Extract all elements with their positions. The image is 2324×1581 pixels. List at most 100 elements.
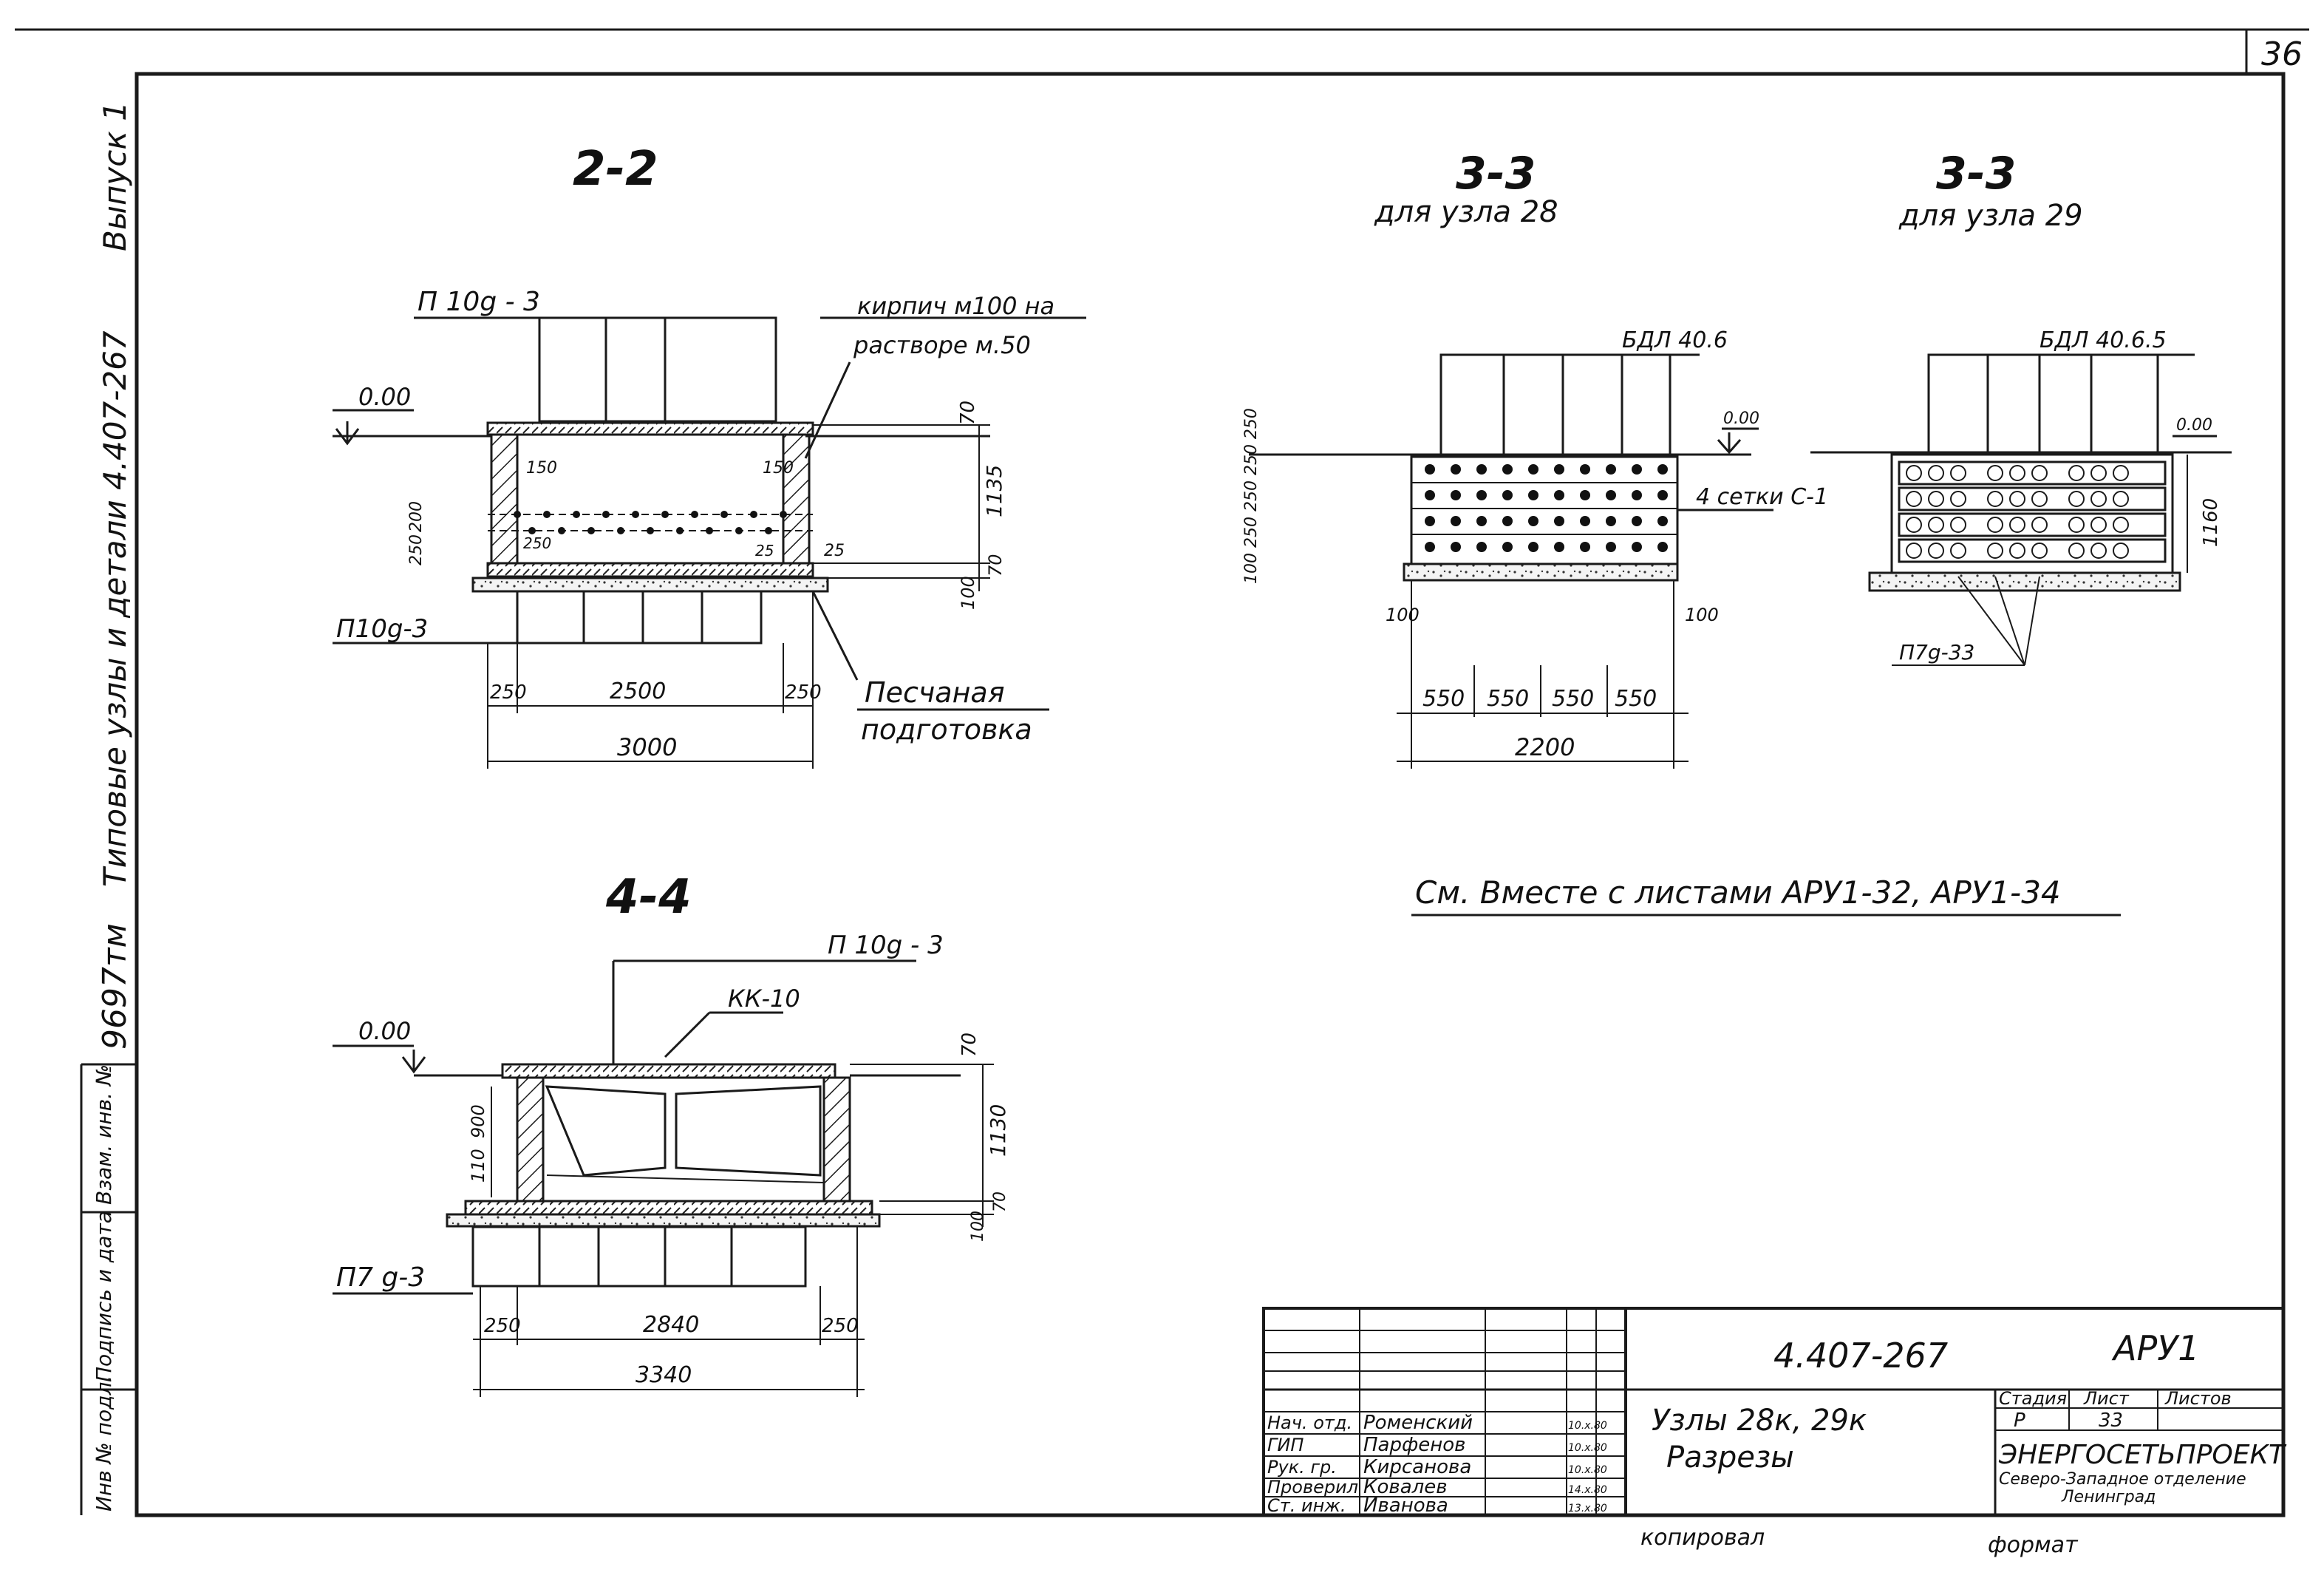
section-3-3-node28: 3-3 для узла 28 БДЛ 40.6 0.00 4 сетки С-… — [1242, 148, 1828, 769]
reference-note: См. Вместе с листами АРУ1-32, АРУ1-34 — [1411, 874, 2121, 917]
tb-org-3: Ленинград — [2061, 1488, 2156, 1506]
side-strip: 9697тм Типовые узлы и детали 4.407-267 В… — [80, 101, 137, 1515]
s22-wall-right — [782, 424, 811, 574]
tb-copied: копировал — [1640, 1525, 1765, 1551]
s33b-block: БДЛ 40.6.5 — [2040, 327, 2167, 353]
s33a-base — [1403, 562, 1679, 582]
tb-role-3: Проверил — [1267, 1477, 1358, 1497]
s22-dim-1135: 1135 — [982, 465, 1006, 517]
section-2-2-title: 2-2 — [573, 142, 658, 197]
s33a-block: БДЛ 40.6 — [1622, 327, 1728, 353]
s33b-subtitle: для узла 29 — [1898, 199, 2083, 233]
s33a-dim-c3: 550 — [1552, 686, 1594, 712]
tb-sheet-value: 33 — [2099, 1410, 2123, 1432]
s44-slab-bottom: П7 g-3 — [336, 1262, 425, 1293]
s22-sand-bed — [471, 577, 829, 593]
tb-org-1: ЭНЕРГОСЕТЬПРОЕКТ — [1998, 1440, 2287, 1470]
s22-slab-top: П 10g - 3 — [418, 287, 540, 317]
tb-doc-code: 4.407-267 — [1773, 1336, 1948, 1376]
tb-name-0: Роменский — [1363, 1412, 1473, 1434]
s44-floor — [464, 1200, 873, 1216]
s22-dim-25b: 25 — [824, 542, 845, 560]
s22-dim-70a: 70 — [957, 401, 979, 425]
s22-dim-150b: 150 — [763, 459, 794, 477]
s22-slab-bottom: П10g-3 — [336, 614, 428, 644]
stamp-signature-date: Подпись и дата — [92, 1211, 116, 1382]
s44-dim-2840: 2840 — [643, 1312, 699, 1338]
sheet-frame — [15, 28, 2309, 1517]
s44-dim-3340: 3340 — [635, 1362, 692, 1388]
s44-dim-100: 100 — [969, 1211, 987, 1242]
page-number: 36 — [2261, 35, 2303, 73]
tb-role-1: ГИП — [1267, 1435, 1304, 1455]
s22-dim-25a: 25 — [755, 542, 774, 560]
s33a-mesh-nodes — [1425, 464, 1668, 552]
s33a-dim-c2: 550 — [1487, 686, 1529, 712]
s33b-pipes — [1906, 465, 2129, 559]
s44-dim-1130: 1130 — [986, 1104, 1010, 1157]
s22-note-brick-2: растворе м.50 — [853, 331, 1031, 359]
s44-level: 0.00 — [358, 1017, 411, 1045]
s33a-mesh-note: 4 сетки С-1 — [1696, 484, 1828, 510]
s22-dim-100: 100 — [958, 576, 978, 610]
section-3-3-node29: 3-3 для узла 29 БДЛ 40.6.5 0.00 1160 — [1810, 148, 2232, 666]
tb-role-2: Рук. гр. — [1267, 1457, 1337, 1478]
s22-note-sand-2: подготовка — [861, 713, 1032, 746]
s44-lid — [501, 1063, 836, 1079]
s44-channel-left — [545, 1085, 667, 1177]
s44-dim-70b: 70 — [991, 1191, 1009, 1212]
tb-org-2: Северо-Западное отделение — [1999, 1470, 2246, 1489]
s22-floor — [486, 562, 814, 578]
tb-stage-label: Стадия — [1999, 1388, 2067, 1409]
tb-name-2: Кирсанова — [1363, 1456, 1471, 1478]
s44-sand-bed — [446, 1213, 881, 1228]
s44-dim-250b: 250 — [822, 1315, 859, 1337]
series-title: Типовые узлы и детали 4.407-267 — [97, 330, 133, 887]
s44-dim-900: 900 — [468, 1104, 488, 1138]
s44-dim-110: 110 — [468, 1149, 488, 1183]
s33a-dim-c1: 550 — [1422, 686, 1465, 712]
s22-wall-left — [490, 424, 519, 574]
edition-label: Выпуск 1 — [97, 101, 133, 251]
s22-dim-70b: 70 — [985, 554, 1006, 577]
s22-lid — [486, 421, 814, 436]
tb-title-1: Узлы 28к, 29к — [1652, 1404, 1867, 1438]
s33a-vert-dims: 100 250 250 250 250 — [1242, 408, 1261, 584]
s33b-level: 0.00 — [2176, 416, 2212, 435]
s22-dim-250b: 250 — [785, 681, 822, 704]
s22-dim-200: 200 — [407, 501, 426, 532]
note-text: См. Вместе с листами АРУ1-32, АРУ1-34 — [1415, 874, 2061, 911]
s33a-dim-100b: 100 — [1685, 605, 1719, 625]
s22-cables — [488, 511, 813, 534]
s44-wall-left — [516, 1076, 545, 1205]
s22-level: 0.00 — [358, 383, 411, 411]
s44-dim-70a: 70 — [958, 1033, 981, 1057]
s33b-mesh-rows — [1898, 460, 2167, 563]
s33a-dim-total: 2200 — [1515, 733, 1575, 761]
s44-channel: КК-10 — [728, 985, 800, 1013]
s33a-title: 3-3 — [1456, 148, 1536, 200]
tb-sheet-label: Лист — [2083, 1388, 2130, 1409]
s22-dim-2500: 2500 — [610, 679, 666, 704]
tb-stage-value: Р — [2014, 1410, 2025, 1432]
s33a-level: 0.00 — [1723, 409, 1759, 428]
stamp-replaced-inv: Взам. инв. № — [92, 1064, 116, 1205]
section-2-2: 2-2 П 10g - 3 0.00 — [333, 142, 1086, 769]
tb-date-3: 14.х.80 — [1568, 1484, 1607, 1496]
s22-note-brick-1: кирпич м100 на — [857, 292, 1054, 320]
s33b-dim-1160: 1160 — [2200, 498, 2222, 547]
s44-slab-top: П 10g - 3 — [828, 931, 944, 960]
tb-sheets-label: Листов — [2164, 1388, 2232, 1409]
s44-dim-250a: 250 — [484, 1315, 521, 1337]
tb-date-1: 10.х.80 — [1568, 1442, 1607, 1454]
archive-number: 9697тм — [96, 923, 134, 1050]
tb-name-3: Ковалев — [1363, 1476, 1448, 1498]
s33b-title: 3-3 — [1936, 148, 2016, 200]
tb-role-4: Ст. инж. — [1267, 1495, 1346, 1516]
tb-date-0: 10.х.80 — [1568, 1420, 1607, 1432]
tb-format: формат — [1988, 1532, 2079, 1558]
stamp-original-inv: Инв № подл. — [92, 1376, 116, 1512]
tb-name-4: Иванова — [1363, 1495, 1448, 1517]
s22-dim-250s: 250 — [523, 534, 551, 552]
